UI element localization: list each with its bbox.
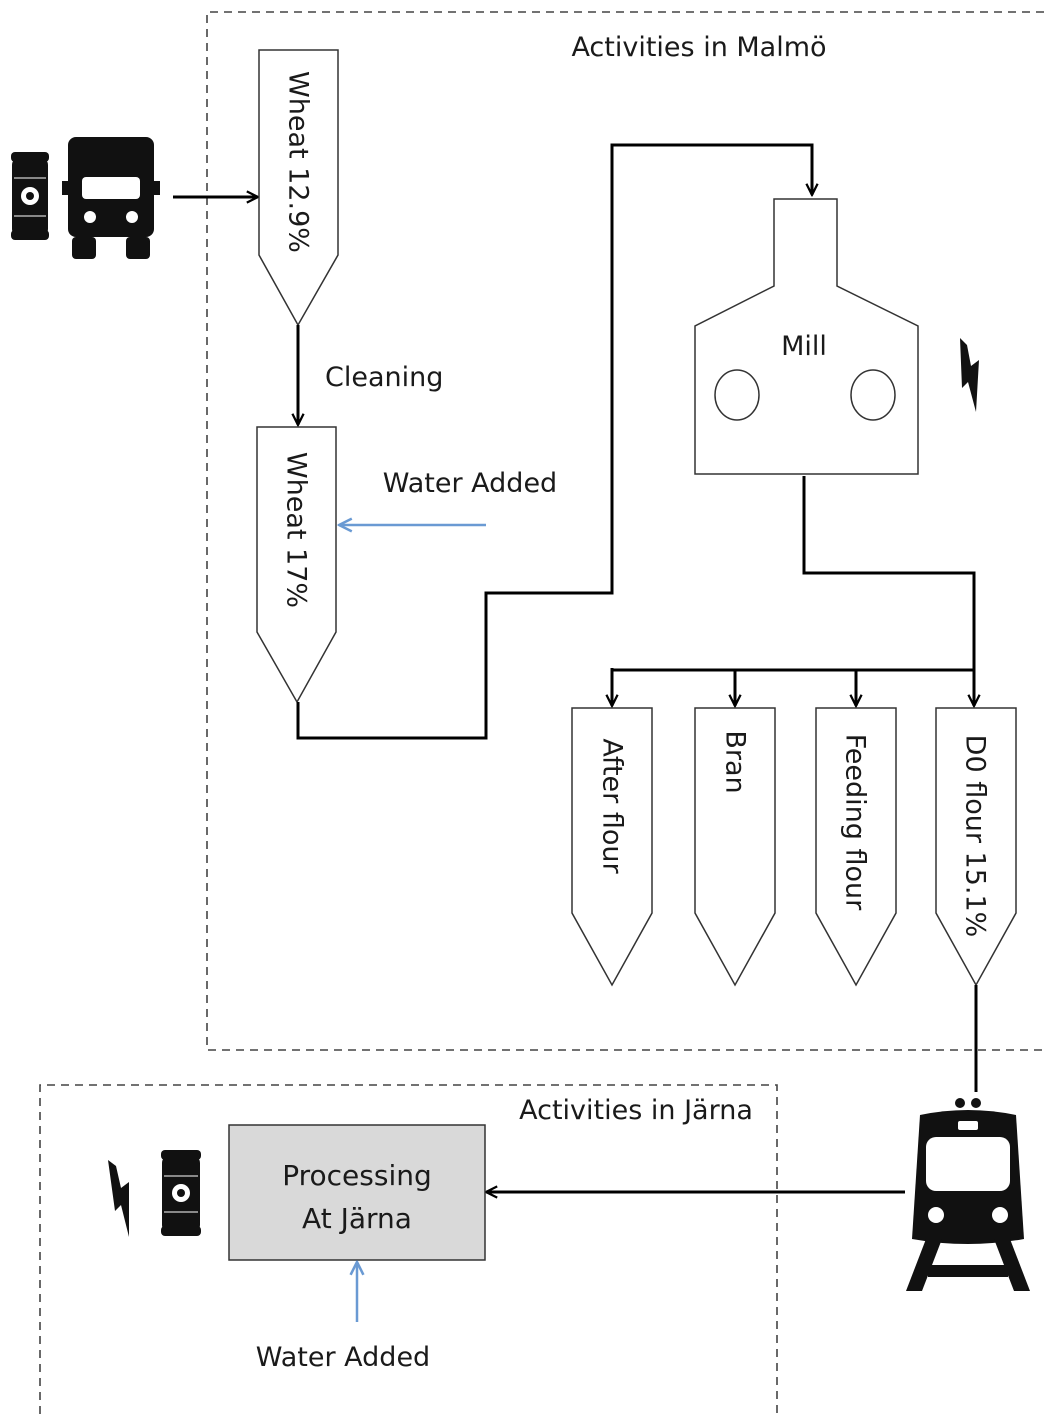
truck-icon bbox=[62, 137, 160, 259]
lightning-icon bbox=[108, 1160, 129, 1237]
silo-after-flour bbox=[571, 707, 653, 987]
train-icon bbox=[906, 1098, 1030, 1291]
mill-roller-right bbox=[850, 369, 896, 421]
processing-box bbox=[228, 1124, 486, 1261]
silo-wheat-tempered bbox=[256, 426, 337, 704]
oil-barrel-icon bbox=[11, 152, 49, 240]
silo-bran-label: Bran bbox=[720, 730, 751, 793]
silo-d0-flour-label: D0 flour 15.1% bbox=[960, 735, 991, 938]
silo-bran bbox=[694, 707, 776, 987]
lightning-icon bbox=[960, 338, 979, 412]
processing-label-line2: At Järna bbox=[302, 1202, 412, 1235]
silo-wheat-initial bbox=[258, 49, 339, 327]
silo-to-mill-line bbox=[296, 143, 812, 740]
mill-roller-left bbox=[714, 369, 760, 421]
water-added-malmo-label: Water Added bbox=[383, 468, 557, 499]
jarna-title: Activities in Järna bbox=[519, 1095, 753, 1126]
mill-label: Mill bbox=[781, 331, 827, 362]
silo-feeding-flour-label: Feeding flour bbox=[840, 734, 871, 911]
silo-wheat-initial-label: Wheat 12.9% bbox=[283, 71, 314, 253]
silo-after-flour-label: After flour bbox=[597, 738, 628, 874]
silo-feeding-flour bbox=[815, 707, 897, 987]
cleaning-label: Cleaning bbox=[325, 362, 443, 393]
water-added-jarna-label: Water Added bbox=[256, 1342, 430, 1373]
malmo-title: Activities in Malmö bbox=[571, 32, 826, 63]
processing-label-line1: Processing bbox=[282, 1159, 432, 1192]
mill-to-outputs-line bbox=[802, 476, 976, 670]
oil-barrel-icon bbox=[161, 1150, 201, 1236]
silo-d0-flour bbox=[935, 707, 1017, 987]
silo-wheat-tempered-label: Wheat 17% bbox=[281, 452, 312, 608]
